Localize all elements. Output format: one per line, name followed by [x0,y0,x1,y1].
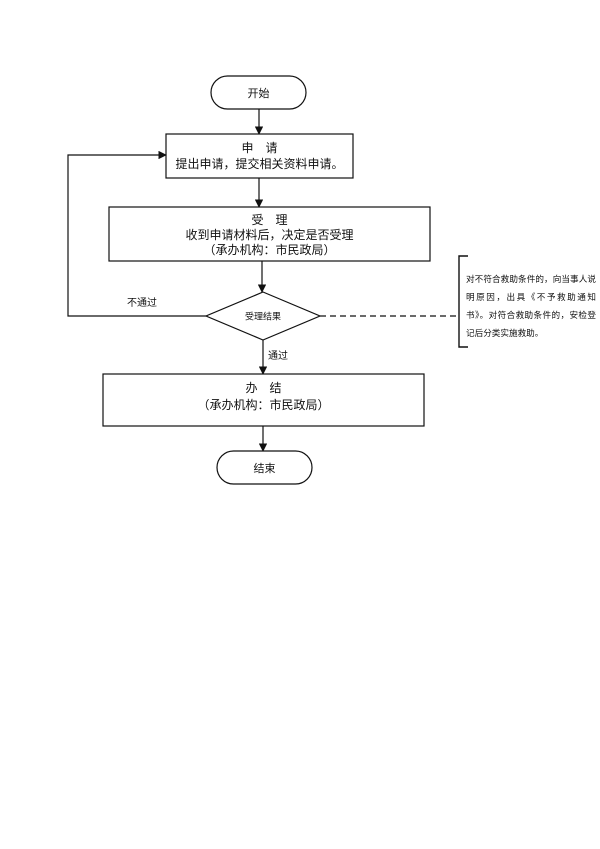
apply-desc: 提出申请，提交相关资料申请。 [175,156,343,171]
apply-title: 申 请 [241,141,277,155]
branch-fail-label: 不通过 [127,296,157,309]
end-label: 结束 [254,462,276,475]
note-bracket [458,255,468,348]
start-label: 开始 [248,86,270,100]
note-text: 对不符合救助条件的，向当事人说明原因，出具《不予救助通知书》。对符合救助条件的，… [466,275,596,339]
decision-label: 受理结果 [245,311,281,323]
handle-box [102,373,425,427]
end-terminal [216,450,313,485]
arrow-fail-loop [67,150,206,317]
accept-title: 受 理 [251,213,287,227]
accept-agency: （承办机构：市民政局） [203,242,335,257]
branch-pass-label: 通过 [268,349,288,362]
handle-agency: （承办机构：市民政局） [197,397,329,412]
handle-title: 办 结 [245,380,281,395]
accept-box [108,206,431,262]
apply-box [165,133,354,179]
accept-desc: 收到申请材料后，决定是否受理 [185,227,353,242]
